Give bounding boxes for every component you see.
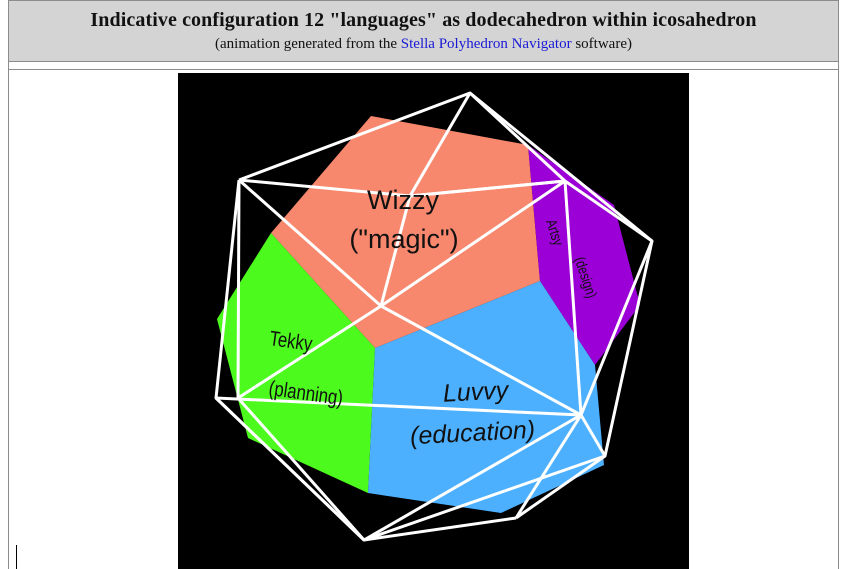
face-tekky <box>217 233 375 493</box>
polyhedron-animation: Wizzy ("magic") Artsy (design) Tekky (pl… <box>178 73 689 569</box>
caption-title: Indicative configuration 12 "languages" … <box>90 9 757 31</box>
table-frame <box>8 0 839 569</box>
subtitle-suffix: software) <box>571 36 632 52</box>
icosahedron-wireframe <box>214 91 654 542</box>
label-luvvy-desc: (education) <box>409 416 535 451</box>
subtitle-prefix: (animation generated from the <box>215 36 401 52</box>
polyhedron-svg: Wizzy ("magic") Artsy (design) Tekky (pl… <box>214 91 654 542</box>
face-luvvy <box>368 281 604 513</box>
text-caret <box>16 545 17 569</box>
label-wizzy-name: Wizzy <box>367 185 439 215</box>
caption-header: Indicative configuration 12 "languages" … <box>9 0 838 62</box>
row-divider <box>9 69 838 70</box>
face-wizzy <box>271 116 540 348</box>
caption-subtitle: (animation generated from the Stella Pol… <box>9 36 838 53</box>
label-wizzy-desc: ("magic") <box>349 224 458 254</box>
stella-navigator-link[interactable]: Stella Polyhedron Navigator <box>400 36 572 52</box>
face-artsy <box>528 145 640 365</box>
label-luvvy-name: Luvvy <box>442 376 510 407</box>
